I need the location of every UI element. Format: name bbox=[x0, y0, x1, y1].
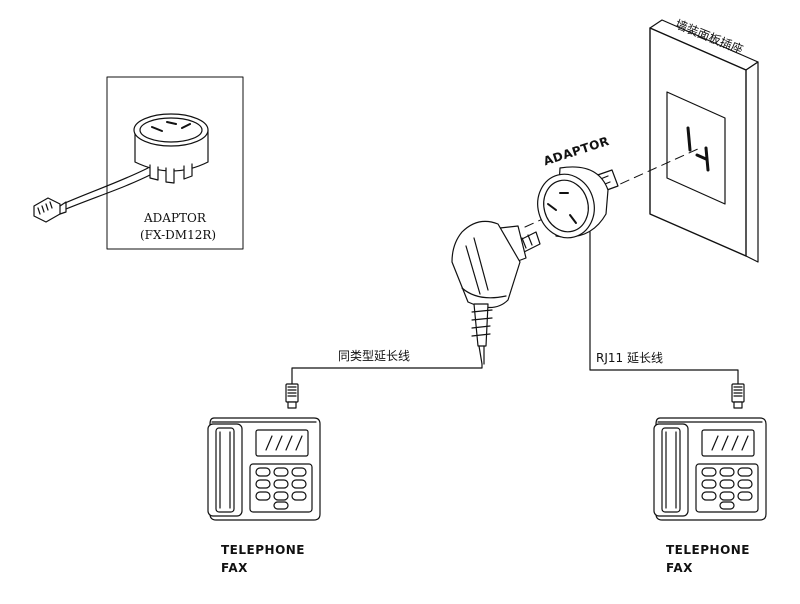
adaptor-inset bbox=[33, 76, 244, 250]
inset-model: (FX-DM12R) bbox=[140, 228, 217, 242]
phone-plug-icon bbox=[285, 383, 299, 409]
wall-socket-icon bbox=[649, 19, 759, 263]
telephone-icon bbox=[207, 417, 321, 521]
phone-plug-icon bbox=[731, 383, 745, 409]
cable-left-label: 同类型延长线 bbox=[338, 349, 411, 363]
telephone-icon bbox=[653, 417, 767, 521]
inset-title: ADAPTOR bbox=[144, 211, 206, 225]
phone-right-line1: TELEPHONE bbox=[666, 543, 751, 557]
phone-left-line2: FAX bbox=[221, 561, 248, 575]
adaptor-plug-icon bbox=[537, 166, 619, 239]
adaptor-module-icon bbox=[133, 113, 209, 184]
rj11-plug-icon bbox=[33, 197, 67, 223]
phone-left-line1: TELEPHONE bbox=[221, 543, 306, 557]
cable-right-label: RJ11 延长线 bbox=[596, 351, 663, 365]
phone-right-line2: FAX bbox=[666, 561, 693, 575]
phone-plug-icon bbox=[451, 220, 541, 365]
